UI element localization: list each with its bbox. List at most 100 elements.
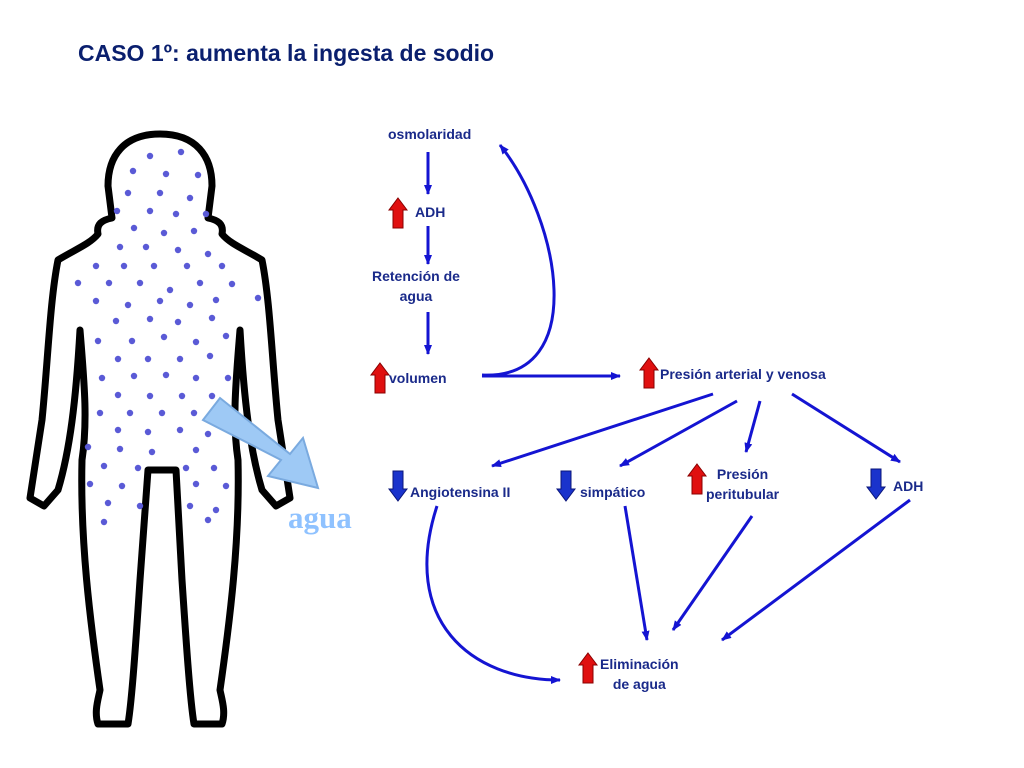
body-dot xyxy=(158,409,166,417)
node-retencion-line: Retención de xyxy=(372,268,460,284)
indicators xyxy=(370,197,886,684)
node-volumen: volumen xyxy=(389,368,447,388)
body-dot xyxy=(204,250,212,258)
arrow-angiotensina-eliminacion xyxy=(425,505,561,684)
node-osmolaridad: osmolaridad xyxy=(388,124,471,144)
body-dot xyxy=(172,210,180,218)
body-dot xyxy=(128,337,136,345)
body-dot xyxy=(112,317,120,325)
body-dot xyxy=(118,482,126,490)
node-retencion-line: agua xyxy=(399,288,433,304)
node-adh-right-line: ADH xyxy=(893,478,924,494)
flow-arrows xyxy=(424,144,911,684)
body-dot xyxy=(136,502,144,510)
body-dot xyxy=(156,189,164,197)
body-dot xyxy=(84,443,92,451)
body-dot xyxy=(130,224,138,232)
body-dot xyxy=(228,280,236,288)
body-dot xyxy=(208,314,216,322)
body-dot xyxy=(224,374,232,382)
body-dot xyxy=(144,355,152,363)
body-dot xyxy=(183,262,191,270)
body-dot xyxy=(186,502,194,510)
body-dot xyxy=(206,352,214,360)
body-dot xyxy=(129,167,137,175)
node-presion-peritubular-line: Presión xyxy=(716,466,769,482)
body-dot xyxy=(186,301,194,309)
arrow-volumen-osmolaridad xyxy=(481,144,556,377)
body-dot xyxy=(146,207,154,215)
body-dot xyxy=(100,518,108,526)
arrow-presion-simpatico xyxy=(619,399,738,468)
body-dot xyxy=(100,462,108,470)
body-dot xyxy=(114,426,122,434)
body-dot xyxy=(218,262,226,270)
node-presion-arterial-line: Presión arterial y venosa xyxy=(660,366,826,382)
body-dot xyxy=(124,301,132,309)
body-dot xyxy=(192,374,200,382)
body-dot xyxy=(208,392,216,400)
node-simpatico-line: simpático xyxy=(580,484,646,500)
body-dot xyxy=(116,243,124,251)
body-dot xyxy=(134,464,142,472)
body-dot xyxy=(212,296,220,304)
body-dot xyxy=(176,355,184,363)
up-arrow-icon xyxy=(388,197,408,229)
agua-label: agua xyxy=(288,500,352,535)
node-adh-right: ADH xyxy=(893,476,923,496)
arrow-presion-adh xyxy=(791,392,901,464)
up-arrow-icon xyxy=(370,362,390,394)
body-dot xyxy=(114,391,122,399)
body-dot xyxy=(146,152,154,160)
body-dot xyxy=(114,355,122,363)
node-volumen-line: volumen xyxy=(389,370,447,386)
down-arrow-icon xyxy=(866,468,886,500)
node-angiotensina-line: Angiotensina II xyxy=(410,484,511,500)
body-dot xyxy=(174,246,182,254)
body-dot xyxy=(160,229,168,237)
page-title: CASO 1º: aumenta la ingesta de sodio xyxy=(78,40,495,66)
node-osmolaridad-line: osmolaridad xyxy=(388,126,472,142)
body-dot xyxy=(194,171,202,179)
node-retencion: Retención de agua xyxy=(372,266,460,306)
body-dot xyxy=(96,409,104,417)
body-dot xyxy=(190,227,198,235)
body-dot xyxy=(92,262,100,270)
down-arrow-icon xyxy=(556,470,576,502)
node-adh-top: ADH xyxy=(415,202,445,222)
arrow-simpatico-eliminacion xyxy=(623,505,650,641)
body-dot xyxy=(146,392,154,400)
body-dot xyxy=(113,207,121,215)
body-dot xyxy=(150,262,158,270)
body-dot xyxy=(130,372,138,380)
body-dot xyxy=(202,210,210,218)
body-dot xyxy=(105,279,113,287)
node-angiotensina: Angiotensina II xyxy=(410,482,510,502)
body-dot xyxy=(192,480,200,488)
body-dot xyxy=(174,318,182,326)
body-dot xyxy=(148,448,156,456)
body-dot xyxy=(192,446,200,454)
body-dot xyxy=(204,516,212,524)
up-arrow-icon xyxy=(639,357,659,389)
body-dot xyxy=(94,337,102,345)
body-dot xyxy=(166,286,174,294)
arrow-presion-peritubular xyxy=(744,400,762,453)
body-dot xyxy=(156,297,164,305)
node-simpatico: simpático xyxy=(580,482,645,502)
body-dot xyxy=(86,480,94,488)
human-body-silhouette-icon xyxy=(26,130,294,728)
node-presion-arterial: Presión arterial y venosa xyxy=(660,364,826,384)
body-dot xyxy=(182,464,190,472)
arrow-adh-eliminacion xyxy=(721,498,911,642)
arrow-presion-angiotensina xyxy=(491,392,714,468)
node-eliminacion-line: Eliminación xyxy=(600,656,679,672)
body-dot xyxy=(104,499,112,507)
body-dot xyxy=(144,428,152,436)
body-dot xyxy=(120,262,128,270)
body-dot xyxy=(254,294,262,302)
up-arrow-icon xyxy=(687,463,707,495)
body-dot xyxy=(98,374,106,382)
